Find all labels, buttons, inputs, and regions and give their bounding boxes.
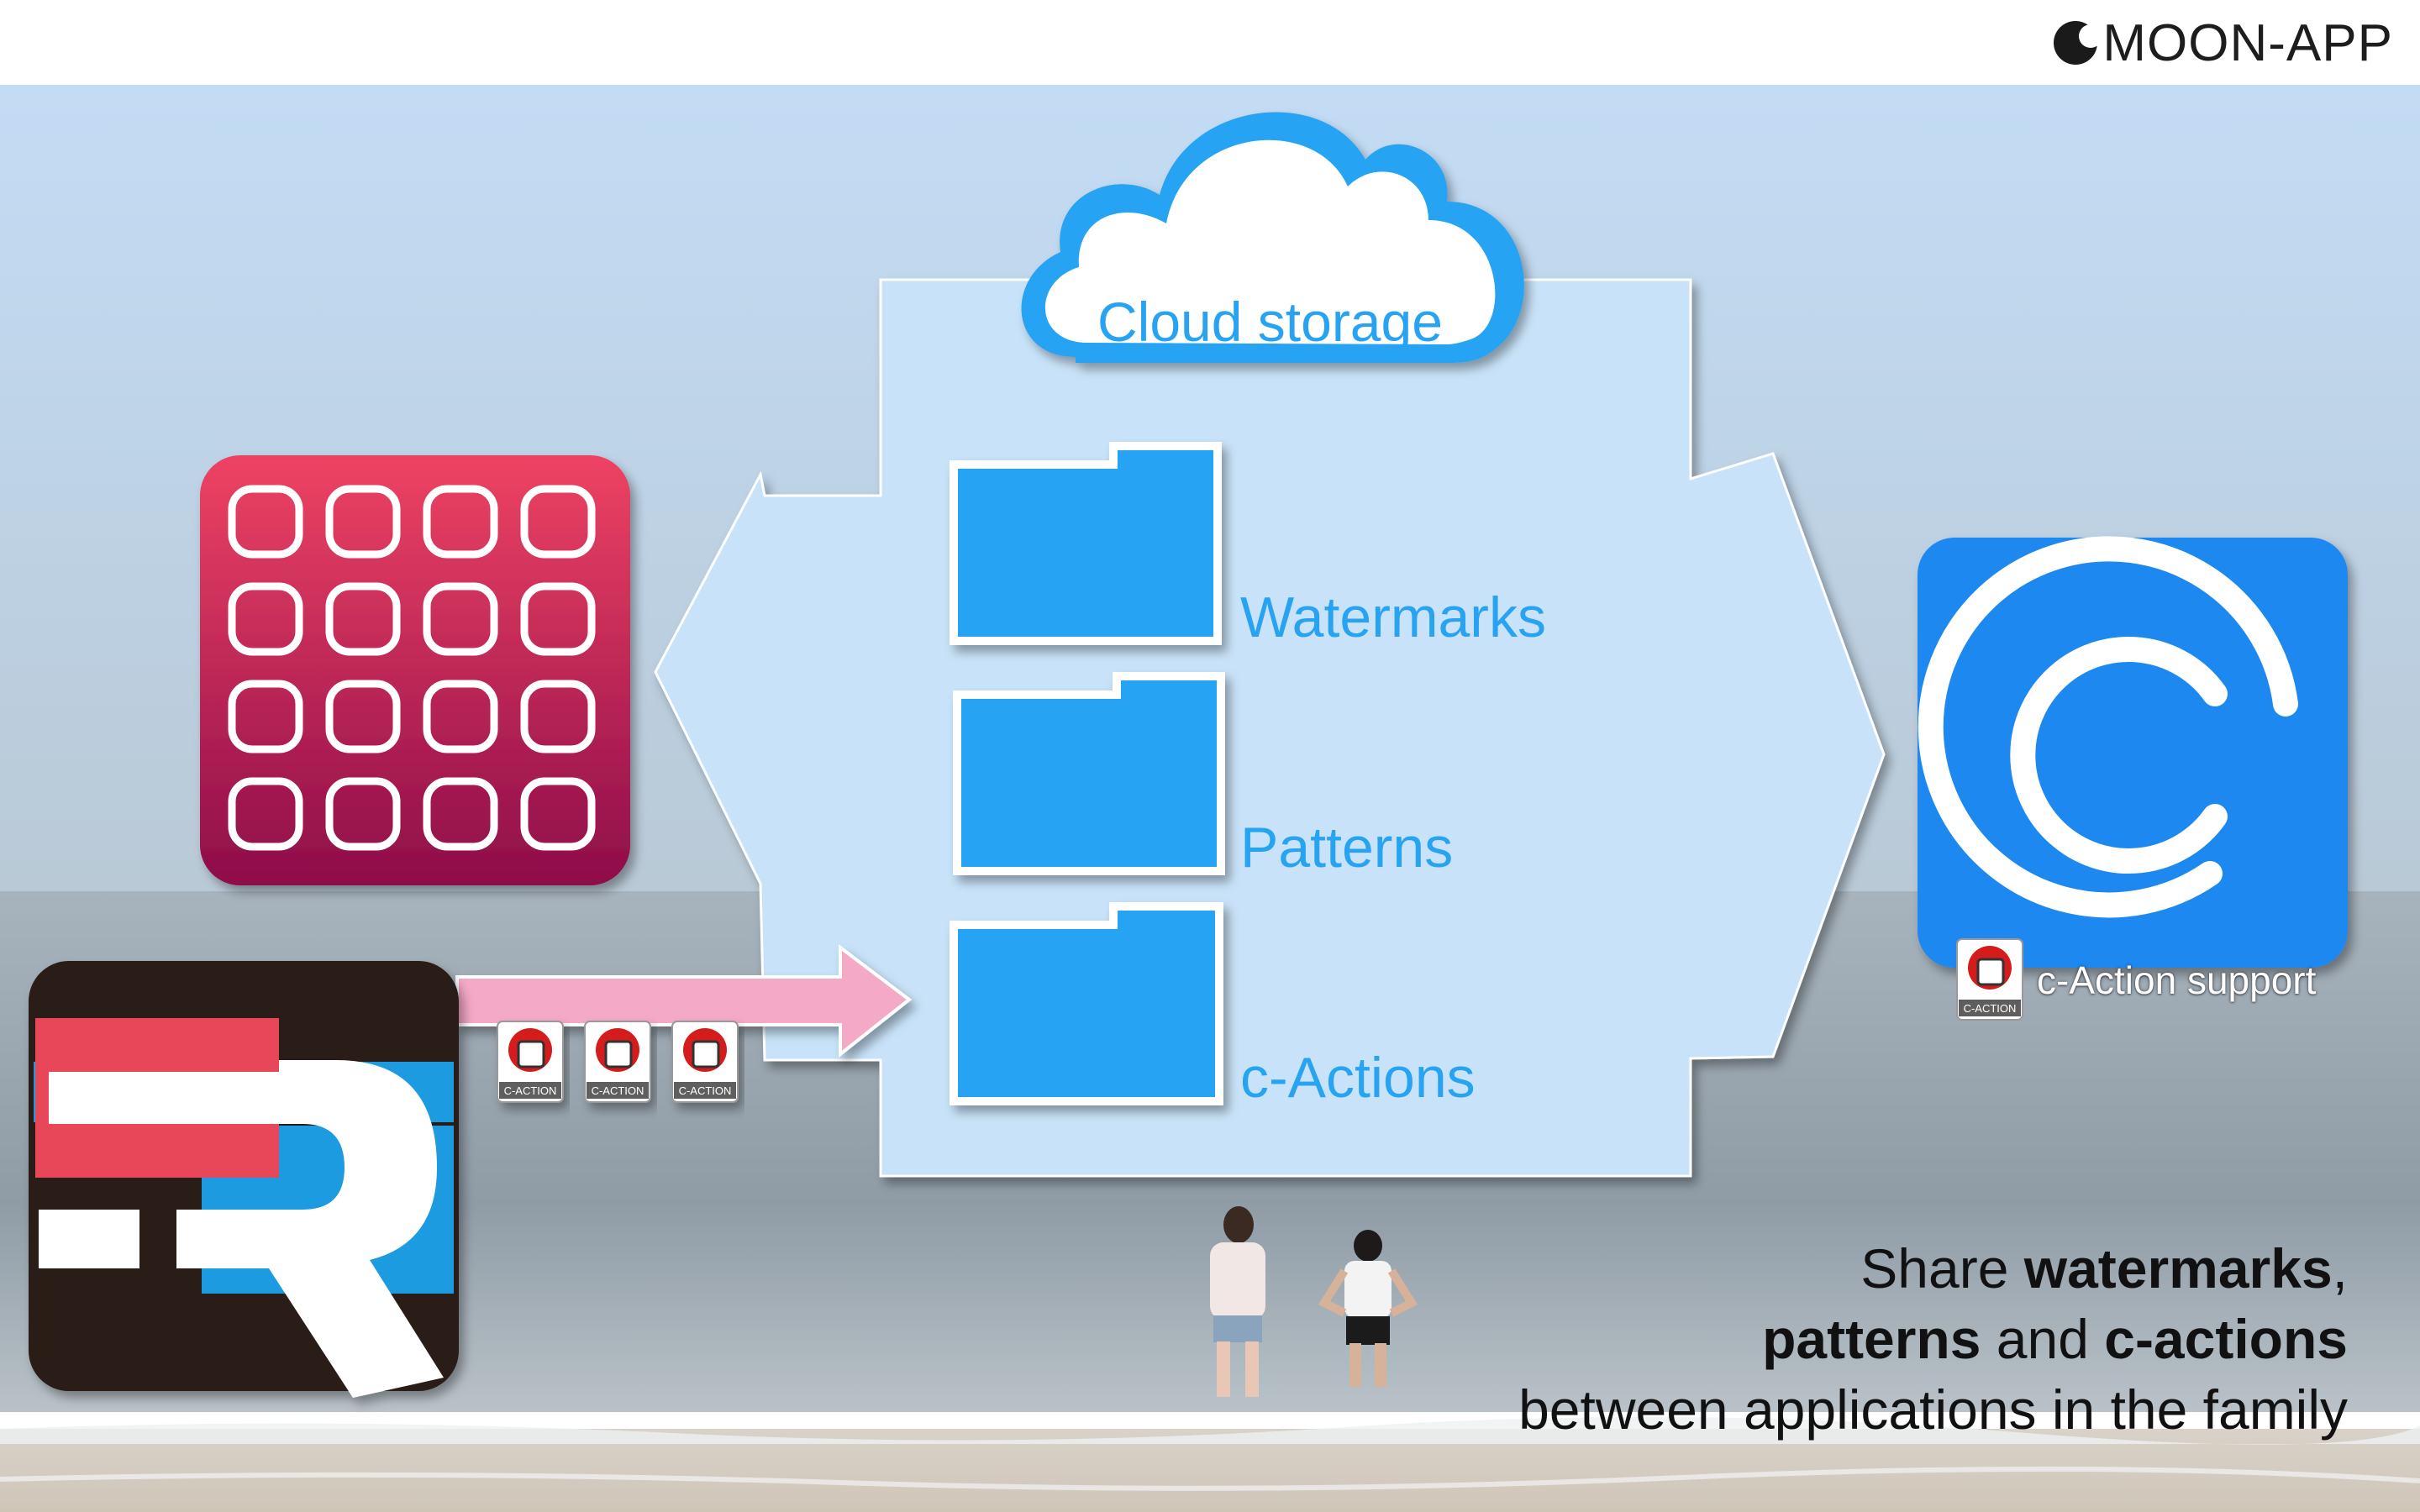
top-bar: MOON-APP: [0, 0, 2420, 85]
svg-text:C-ACTION: C-ACTION: [504, 1084, 557, 1097]
brand: MOON-APP: [2052, 13, 2393, 72]
caption-text: and: [1981, 1308, 2105, 1370]
r-app-icon: [29, 961, 459, 1398]
c-action-badge: C-ACTION: [1956, 938, 2023, 1021]
c-action-badge: C-ACTION: [584, 1021, 651, 1103]
caption-line-3: between applications in the family: [1518, 1378, 2348, 1441]
support-label: c-Action support: [2037, 958, 2317, 1002]
people: [1210, 1206, 1418, 1397]
brand-name: MOON-APP: [2102, 13, 2393, 72]
cloud-icon: [1021, 112, 1524, 364]
caption: Share watermarks, patterns and c-actions…: [1518, 1233, 2348, 1445]
grid-app-icon: [200, 455, 630, 885]
folder-patterns: [953, 672, 1225, 875]
folder-c-actions: [950, 902, 1223, 1105]
folder-label-c-actions: c-Actions: [1240, 1046, 1476, 1110]
cloud-label: Cloud storage: [1097, 291, 1443, 353]
svg-text:C-ACTION: C-ACTION: [592, 1084, 644, 1097]
c-action-badge: C-ACTION: [497, 1021, 564, 1103]
svg-text:C-ACTION: C-ACTION: [1964, 1002, 2017, 1015]
caption-bold-patterns: patterns: [1762, 1308, 1981, 1370]
folder-watermarks: [950, 442, 1222, 645]
moon-icon: [2054, 21, 2100, 65]
folder-label-watermarks: Watermarks: [1240, 585, 1546, 649]
caption-bold-watermarks: watermarks: [2023, 1237, 2333, 1299]
caption-line-2: patterns and c-actions: [1518, 1304, 2348, 1374]
copyright-app-icon: [1918, 536, 2348, 968]
caption-bold-c-actions: c-actions: [2104, 1308, 2348, 1370]
c-action-support: C-ACTION c-Action support: [1954, 937, 2316, 1024]
c-action-badges: C-ACTION C-ACTION C-ACTION: [497, 1021, 739, 1103]
caption-line-1: Share watermarks,: [1518, 1233, 2348, 1304]
svg-text:C-ACTION: C-ACTION: [679, 1084, 732, 1097]
caption-text: ,: [2332, 1237, 2348, 1299]
c-action-badge: C-ACTION: [671, 1021, 739, 1103]
folder-label-patterns: Patterns: [1240, 816, 1454, 879]
caption-text: Share: [1860, 1237, 2024, 1299]
